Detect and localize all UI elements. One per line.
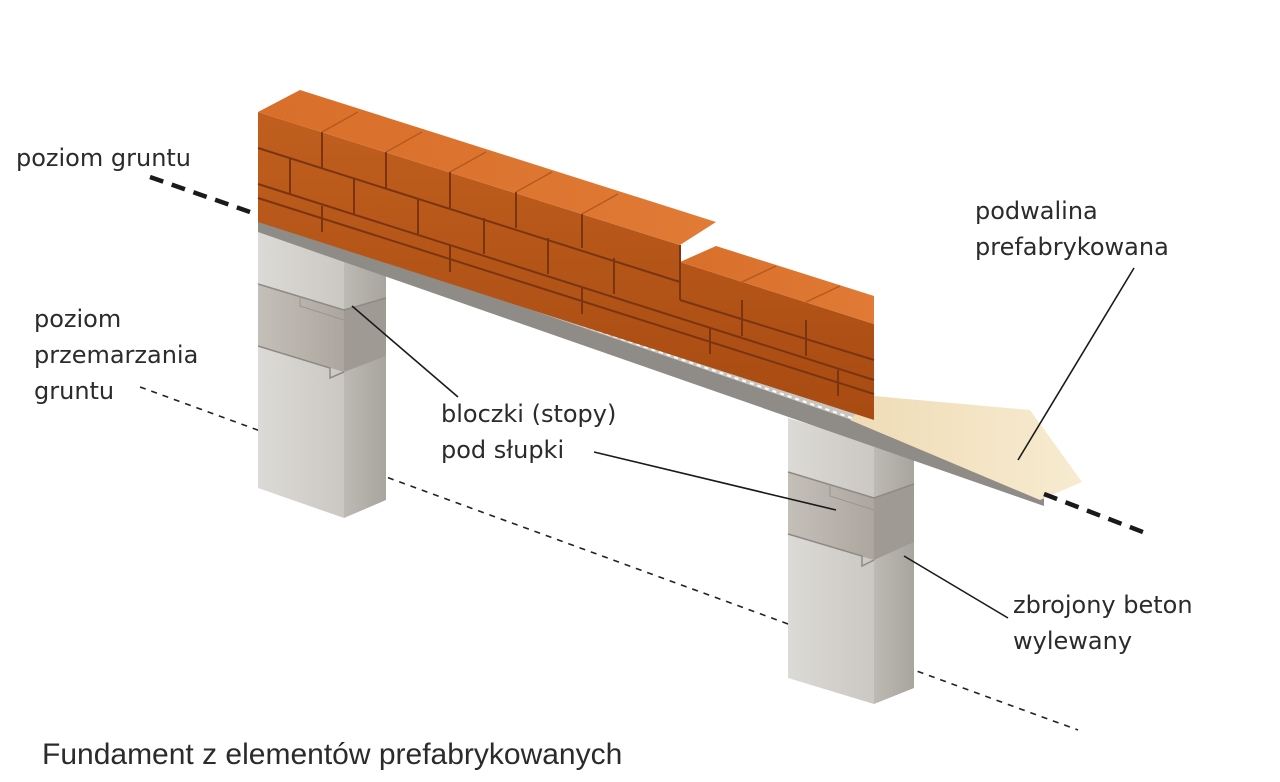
frost-level-line — [139, 386, 1079, 731]
beam-line-1: podwalina — [975, 197, 1098, 225]
ground-level-line — [149, 174, 251, 215]
beam-line-2: prefabrykowana — [975, 233, 1169, 261]
figure-caption: Fundament z elementów prefabrykowanych — [42, 738, 623, 771]
beam-leader — [1017, 267, 1135, 461]
frost-level-line-3: gruntu — [34, 377, 115, 405]
frost-level-line-2: przemarzania — [34, 341, 199, 369]
concrete-label: zbrojony beton wylewany — [1013, 587, 1193, 659]
blocks-leader-left — [351, 305, 459, 398]
blocks-line-2: pod słupki — [441, 436, 565, 464]
brick-wall — [257, 90, 875, 420]
frost-level-line-1: poziom — [34, 305, 122, 333]
concrete-line-2: wylewany — [1013, 627, 1133, 655]
beam-label: podwalina prefabrykowana — [975, 193, 1169, 265]
concrete-line-1: zbrojony beton — [1013, 591, 1193, 619]
left-pillar — [257, 220, 387, 518]
blocks-line-1: bloczki (stopy) — [441, 400, 617, 428]
blocks-label: bloczki (stopy) pod słupki — [441, 396, 616, 468]
ground-level-text: poziom gruntu — [16, 144, 192, 172]
right-pillar — [787, 418, 915, 704]
blocks-leader-right — [593, 451, 837, 511]
ground-level-label: poziom gruntu — [16, 140, 191, 176]
beam-end-section — [850, 396, 1082, 500]
concrete-leader — [903, 555, 1009, 619]
frost-level-label: poziom przemarzania gruntu — [34, 301, 198, 409]
ground-level-line-right — [1043, 491, 1149, 537]
